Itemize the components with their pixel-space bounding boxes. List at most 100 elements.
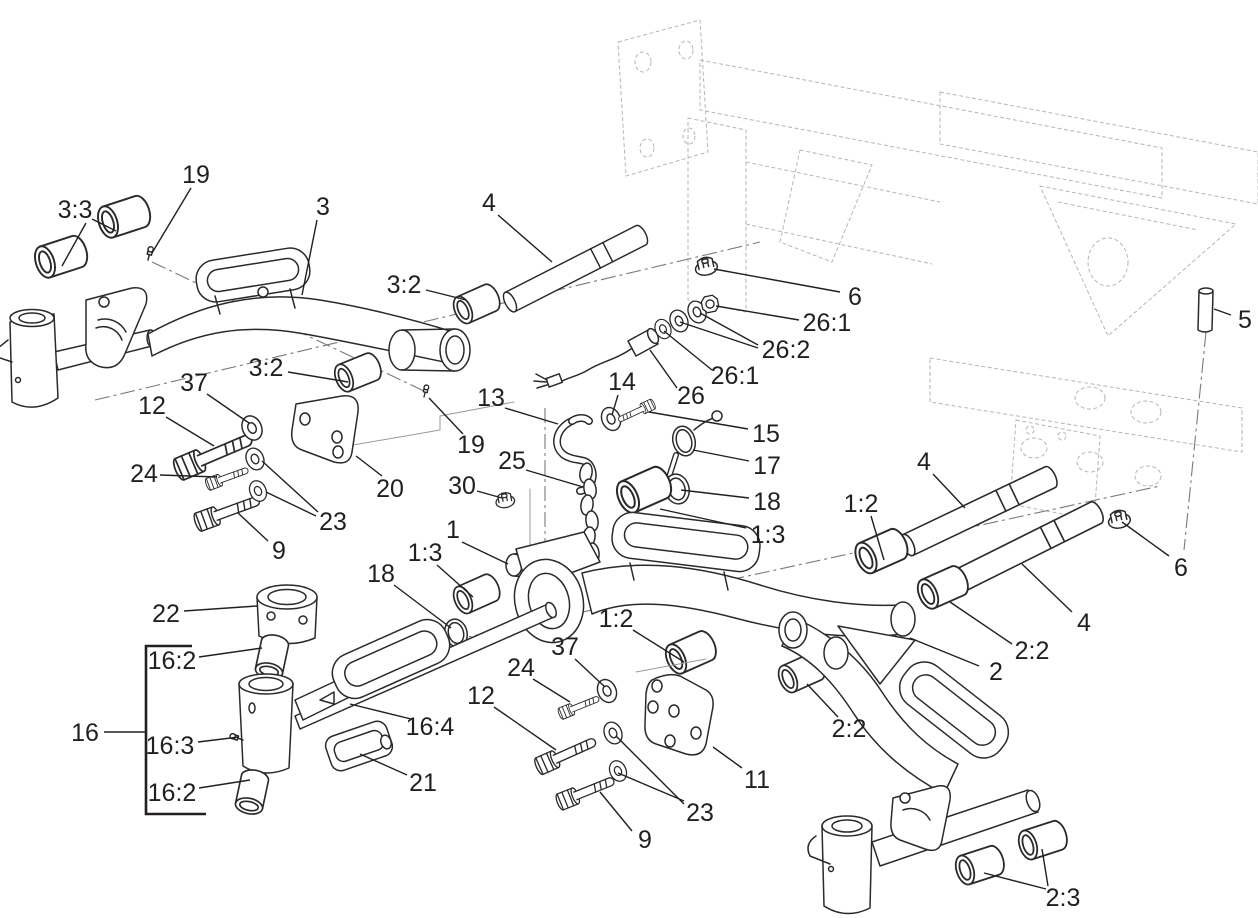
callout-label: 15 <box>752 420 780 448</box>
callout-16-2: 16:2 <box>148 779 251 807</box>
callout-16: 16 <box>71 719 146 747</box>
callout-9: 9 <box>237 512 286 565</box>
leader-line <box>525 469 584 488</box>
callout-12: 12 <box>467 682 557 751</box>
bushing-1-3-right <box>611 462 677 518</box>
leader-line <box>359 753 408 776</box>
callout-label: 19 <box>182 161 210 189</box>
callout-label: 9 <box>638 826 652 854</box>
callout-label: 1:3 <box>408 539 443 567</box>
leader-line <box>574 658 606 688</box>
sensor-26 <box>533 327 660 389</box>
callout-16-4: 16:4 <box>349 703 455 741</box>
callout-label: 9 <box>272 537 286 565</box>
callout-label: 4 <box>482 189 496 217</box>
leader-line <box>91 218 117 232</box>
leader-line <box>493 706 557 751</box>
leader-line <box>165 416 215 447</box>
callout-6: 6 <box>1121 521 1188 582</box>
callout-13: 13 <box>477 384 559 425</box>
callout-label: 3 <box>316 193 330 221</box>
callout-label: 25 <box>498 447 526 475</box>
callout-3-3: 3:3 <box>58 196 117 267</box>
callout-1-3: 1:3 <box>659 508 786 549</box>
leader-line <box>428 397 464 435</box>
leader-line <box>393 584 452 629</box>
flange-nut-30 <box>493 490 517 510</box>
leader-line <box>265 491 317 517</box>
leader-line <box>599 791 633 832</box>
center-axle-weldment <box>505 511 916 644</box>
callout-4: 4 <box>917 448 966 509</box>
leader-line <box>436 564 474 598</box>
leader-line <box>932 473 966 509</box>
caster-tube-16 <box>238 673 294 774</box>
callout-label: 19 <box>457 431 485 459</box>
bushing-3-2-lower <box>330 349 386 396</box>
callout-26: 26 <box>649 349 705 410</box>
leader-line <box>425 289 467 301</box>
callout-label: 1:3 <box>751 521 786 549</box>
callout-label: 23 <box>319 508 347 536</box>
leader-line <box>632 629 685 663</box>
rod-5 <box>1197 287 1214 333</box>
leader-line <box>349 703 412 720</box>
callout-label: 23 <box>686 799 714 827</box>
callout-label: 2:2 <box>1015 637 1050 665</box>
callout-22: 22 <box>152 600 258 628</box>
fastener-group-bottom <box>532 658 707 812</box>
callout-1-2: 1:2 <box>599 605 685 663</box>
leader-line <box>909 637 980 667</box>
callout-label: 1 <box>446 516 460 544</box>
flange-nut-6-top <box>692 254 720 278</box>
callout-label: 37 <box>180 369 208 397</box>
leader-line <box>461 541 509 565</box>
callout-label: 26 <box>677 382 705 410</box>
callout-2: 2 <box>909 637 1003 686</box>
leader-line <box>198 779 251 789</box>
bolt-24 <box>556 692 602 721</box>
lynch-pin-17 <box>666 410 723 480</box>
callout-label: 24 <box>130 460 158 488</box>
callout-label: 22 <box>152 600 180 628</box>
callout-label: 6 <box>1174 554 1188 582</box>
leader-line <box>197 736 240 743</box>
leader-line <box>1121 521 1170 557</box>
callout-15: 15 <box>648 411 780 448</box>
callout-label: 37 <box>551 633 579 661</box>
leader-line <box>663 330 713 371</box>
callout-11: 11 <box>712 746 770 794</box>
callout-23: 23 <box>615 735 714 827</box>
leader-line <box>355 455 383 477</box>
callout-label: 18 <box>753 488 781 516</box>
leader-line <box>504 407 559 425</box>
callout-label: 3:3 <box>58 196 93 224</box>
leader-line <box>617 772 685 802</box>
callout-3: 3 <box>301 193 330 296</box>
callout-label: 14 <box>608 368 636 396</box>
bushing-3-2-upper <box>448 280 505 328</box>
leader-line <box>870 515 885 561</box>
bushing-16-2-lower <box>233 766 271 818</box>
callout-26-2: 26:2 <box>679 312 810 364</box>
leader-line <box>983 872 1047 890</box>
leader-line <box>206 393 250 424</box>
grease-fitting-19-front <box>144 245 155 262</box>
callout-label: 16:2 <box>148 647 197 675</box>
leader-line <box>301 219 318 296</box>
callout-label: 16:4 <box>406 713 455 741</box>
bolt-9 <box>553 771 618 812</box>
callout-label: 24 <box>507 654 535 682</box>
callout-label: 3:2 <box>387 271 422 299</box>
callout-1-3: 1:3 <box>408 539 474 598</box>
callout-label: 20 <box>376 475 404 503</box>
leader-line <box>1213 308 1232 316</box>
leader-line <box>806 683 839 718</box>
leader-line <box>159 474 218 478</box>
callout-label: 16:3 <box>146 732 195 760</box>
group-16-bracket <box>144 644 206 816</box>
leader-line <box>476 490 503 499</box>
